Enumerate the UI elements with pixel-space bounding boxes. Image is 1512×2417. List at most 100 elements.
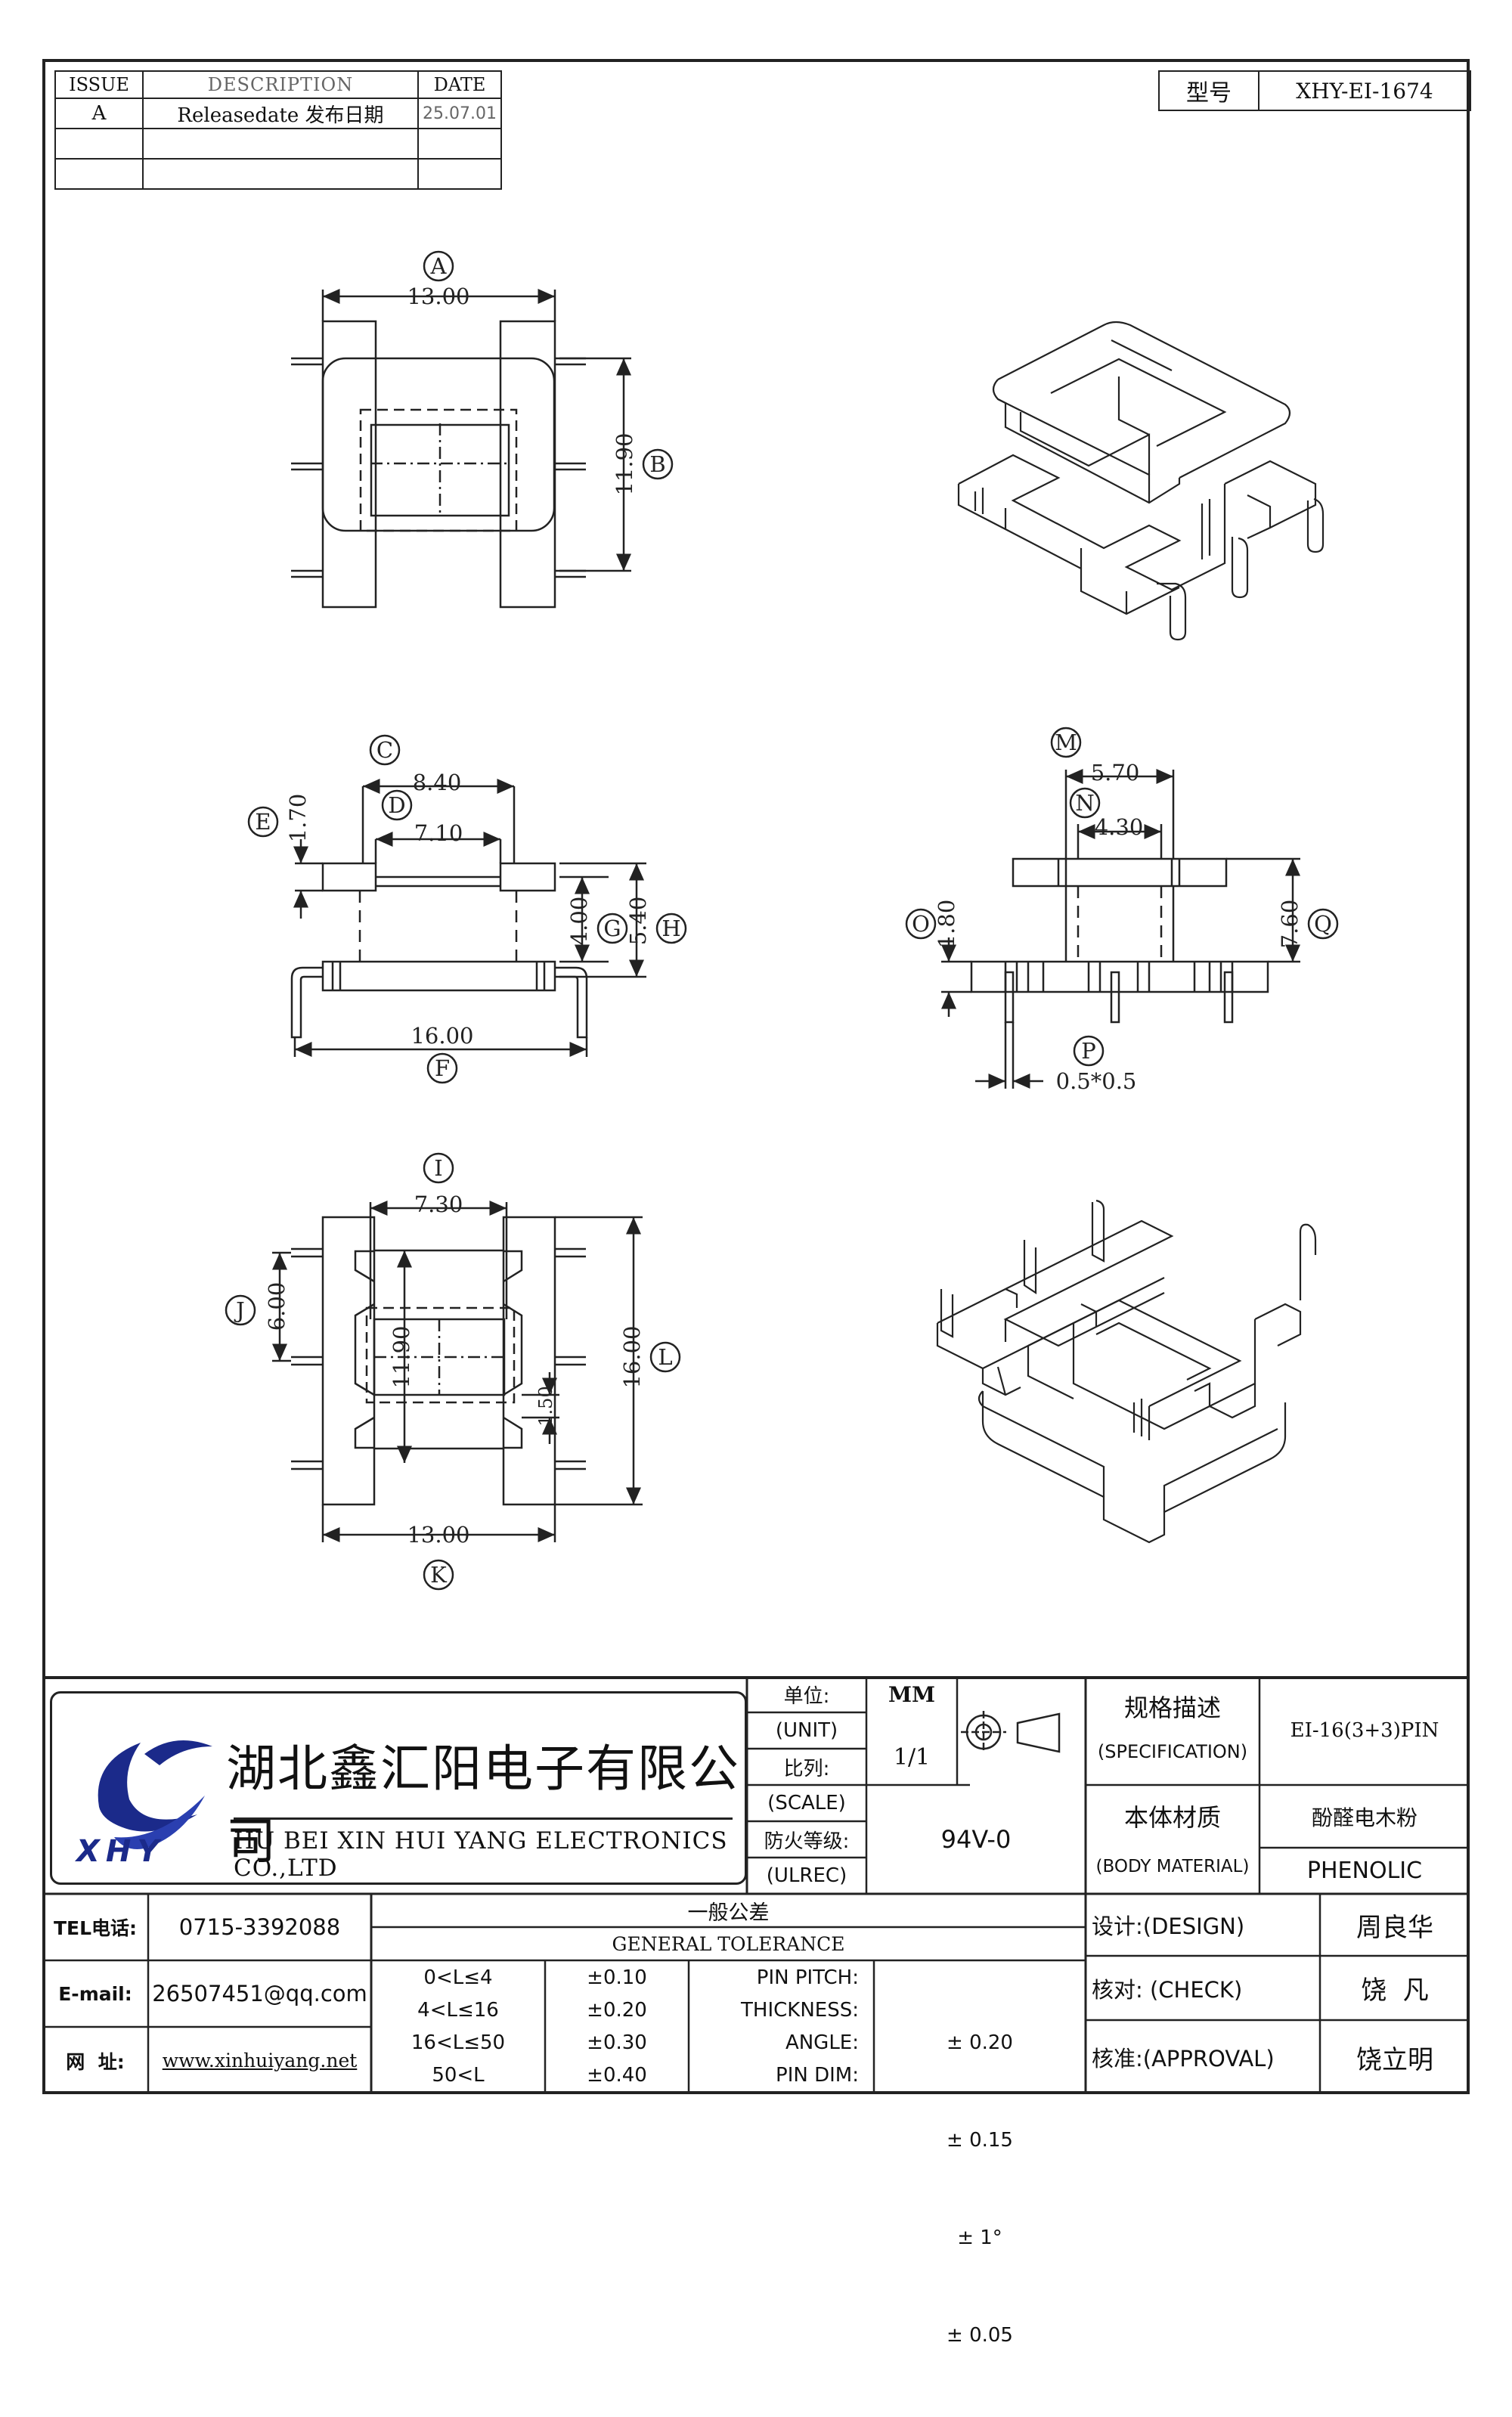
rev-description bbox=[142, 128, 419, 160]
special-tolerance-values: ± 0.20 ± 0.15 ± 1° ± 0.05 bbox=[874, 1962, 1086, 2417]
material-label-en: (BODY MATERIAL) bbox=[1095, 1857, 1250, 1876]
web-label: 网 址: bbox=[66, 2050, 125, 2073]
design-label: 设计:(DESIGN) bbox=[1092, 1913, 1245, 1939]
rev-issue bbox=[54, 128, 144, 160]
tolerance-title-en: GENERAL TOLERANCE bbox=[612, 1932, 845, 1955]
tolerance-value: ±0.20 bbox=[587, 1999, 647, 2022]
dim-Q: Q 7.60 bbox=[1277, 900, 1339, 948]
dim-C-value: 8.40 bbox=[413, 770, 462, 795]
dim-F: F 16.00 bbox=[411, 1023, 474, 1084]
dim-P: P 0.5*0.5 bbox=[1056, 1035, 1137, 1094]
dim-P-value: 0.5*0.5 bbox=[1056, 1068, 1137, 1094]
fire-rating-value: 94V-0 bbox=[940, 1825, 1012, 1854]
scale-value: 1/1 bbox=[893, 1743, 931, 1771]
material-value-cn: 酚醛电木粉 bbox=[1311, 1805, 1418, 1830]
tolerance-ranges: 0<L≤4 4<L≤16 16<L≤50 50<L bbox=[371, 1962, 545, 2092]
model-value: XHY-EI-1674 bbox=[1258, 70, 1471, 111]
tel-value: 0715-3392088 bbox=[178, 1914, 341, 1940]
special-label: PIN PITCH: bbox=[756, 1966, 859, 1989]
rev-header-date: DATE bbox=[417, 70, 502, 99]
rev-date bbox=[417, 128, 502, 160]
dim-inner-150: 1.50 bbox=[535, 1386, 556, 1426]
dim-G: G 4.00 bbox=[566, 897, 628, 946]
tolerance-range: 16<L≤50 bbox=[411, 2031, 506, 2054]
check-label: 核对: (CHECK) bbox=[1092, 1976, 1243, 2003]
tolerance-value: ±0.10 bbox=[587, 1966, 647, 1989]
dim-E: E 1.70 bbox=[247, 794, 311, 843]
dim-Q-tag: Q bbox=[1314, 911, 1332, 937]
logo-text: XHY bbox=[74, 1834, 165, 1867]
top-view bbox=[291, 289, 631, 609]
dim-G-value: 4.00 bbox=[566, 897, 592, 946]
rev-issue: A bbox=[54, 98, 144, 129]
dim-K-tag: K bbox=[430, 1562, 448, 1588]
dim-O: O 1.80 bbox=[905, 900, 959, 949]
title-block: XHY 湖北鑫汇阳电子有限公司 HU BEI XIN HUI YANG ELEC… bbox=[42, 1676, 1470, 2347]
approver-name: 饶立明 bbox=[1356, 2044, 1433, 2075]
spec-label-en: (SPECIFICATION) bbox=[1097, 1741, 1248, 1762]
dim-H: H 5.40 bbox=[625, 897, 687, 946]
side-view-left bbox=[290, 779, 646, 1057]
spec-label-cn: 规格描述 bbox=[1123, 1693, 1221, 1722]
email-label: E-mail: bbox=[58, 1982, 132, 2005]
fire-label-cn: 防火等级: bbox=[764, 1830, 850, 1853]
dim-M-value: 5.70 bbox=[1091, 760, 1140, 786]
dim-D-tag: D bbox=[388, 792, 405, 818]
dim-C: C 8.40 bbox=[369, 734, 462, 795]
spec-value: EI-16(3+3)PIN bbox=[1290, 1719, 1439, 1742]
dim-N-tag: N bbox=[1075, 790, 1094, 816]
dim-D: D 7.10 bbox=[381, 789, 463, 846]
model-table: 型号 XHY-EI-1674 bbox=[1158, 70, 1471, 111]
dim-K-value: 13.00 bbox=[407, 1522, 469, 1548]
model-label: 型号 bbox=[1158, 70, 1259, 111]
dim-H-value: 5.40 bbox=[625, 897, 651, 946]
company-logo-icon: XHY bbox=[74, 1740, 212, 1867]
dim-O-tag: O bbox=[912, 911, 930, 937]
tolerance-value: ±0.30 bbox=[587, 2031, 647, 2054]
dim-F-tag: F bbox=[435, 1055, 450, 1081]
tolerance-value: ±0.40 bbox=[587, 2064, 647, 2087]
dim-I: I 7.30 bbox=[414, 1152, 463, 1217]
scale-label-cn: 比列: bbox=[783, 1757, 830, 1780]
dim-H-tag: H bbox=[662, 916, 680, 941]
dim-B-tag: B bbox=[649, 451, 665, 477]
dim-E-value: 1.70 bbox=[285, 794, 311, 843]
rev-description bbox=[142, 158, 419, 190]
dim-B-value: 11.90 bbox=[612, 432, 637, 495]
dim-C-tag: C bbox=[376, 737, 393, 763]
unit-label-en: (UNIT) bbox=[775, 1719, 838, 1742]
dim-N-value: 4.30 bbox=[1095, 814, 1144, 840]
tolerance-title-cn: 一般公差 bbox=[687, 1901, 770, 1925]
material-value-en: PHENOLIC bbox=[1306, 1858, 1423, 1884]
dim-N: N 4.30 bbox=[1069, 787, 1144, 840]
website-link[interactable]: www.xinhuiyang.net bbox=[162, 2050, 358, 2071]
company-name-cn: 湖北鑫汇阳电子有限公司 bbox=[226, 1740, 740, 1870]
tolerance-range: 4<L≤16 bbox=[417, 1999, 499, 2022]
isometric-view-top bbox=[957, 321, 1325, 641]
dim-A: A 13.00 bbox=[407, 250, 470, 309]
dim-J: J 6.00 bbox=[225, 1282, 290, 1331]
dim-M: M 5.70 bbox=[1050, 727, 1140, 786]
unit-label-cn: 单位: bbox=[783, 1684, 830, 1708]
dim-A-value: 13.00 bbox=[407, 284, 469, 309]
tolerance-range: 0<L≤4 bbox=[423, 1966, 493, 1989]
dim-E-tag: E bbox=[255, 809, 271, 835]
dim-B: B 11.90 bbox=[612, 432, 674, 496]
dim-L: L 16.00 bbox=[619, 1325, 681, 1389]
technical-drawing: A 13.00 B 11.90 bbox=[225, 250, 1339, 1591]
dim-O-value: 1.80 bbox=[934, 900, 959, 949]
dim-I-tag: I bbox=[434, 1155, 442, 1181]
dim-P-tag: P bbox=[1081, 1038, 1096, 1064]
bottom-view bbox=[272, 1201, 643, 1542]
rev-date: 25.07.01 bbox=[417, 98, 502, 129]
special-tolerance-labels: PIN PITCH: THICKNESS: ANGLE: PIN DIM: bbox=[689, 1962, 859, 2092]
material-label-cn: 本体材质 bbox=[1123, 1803, 1221, 1832]
tolerance-values: ±0.10 ±0.20 ±0.30 ±0.40 bbox=[545, 1962, 689, 2092]
table-row bbox=[54, 128, 502, 160]
dim-L-value: 16.00 bbox=[619, 1325, 645, 1388]
approval-label: 核准:(APPROVAL) bbox=[1092, 2046, 1275, 2071]
revision-table: ISSUE DESCRIPTION DATE A Releasedate 发布日… bbox=[54, 70, 502, 190]
special-value: ± 0.05 bbox=[947, 2324, 1013, 2347]
dim-D-value: 7.10 bbox=[414, 820, 463, 846]
dim-F-value: 16.00 bbox=[411, 1023, 473, 1049]
